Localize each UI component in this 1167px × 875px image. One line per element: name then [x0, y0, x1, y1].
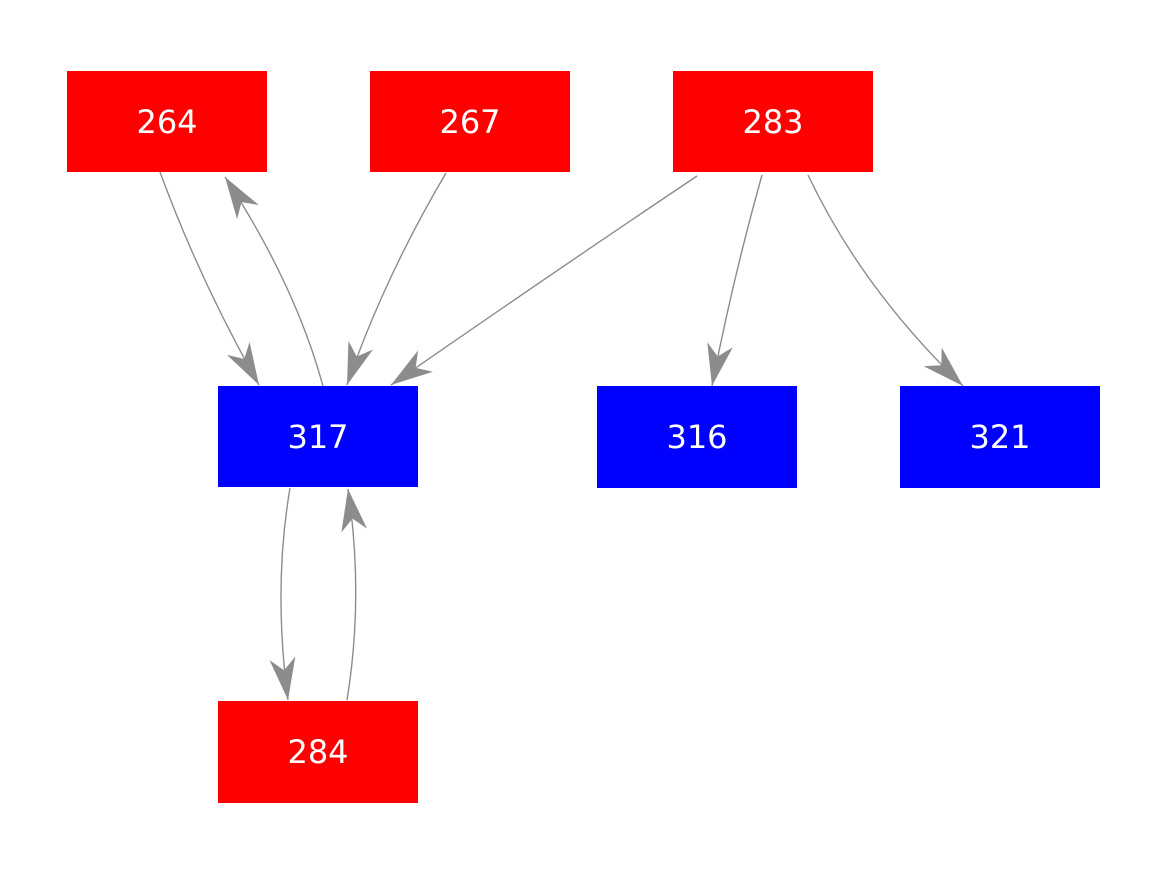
- edge-317-to-284: [269, 487, 296, 701]
- node-284: 284: [218, 701, 418, 803]
- node-label: 317: [287, 417, 349, 456]
- node-283: 283: [673, 71, 873, 172]
- edge-283-to-321: [807, 174, 964, 387]
- node-label: 284: [287, 733, 349, 771]
- edge-283-to-317: [390, 175, 698, 386]
- node-316: 316: [597, 386, 797, 488]
- node-264: 264: [67, 71, 267, 172]
- node-label: 321: [969, 418, 1031, 456]
- edge-264-to-317: [159, 171, 260, 386]
- node-label: 267: [439, 102, 501, 141]
- node-label: 283: [742, 102, 804, 141]
- node-321: 321: [900, 386, 1100, 488]
- edge-283-to-316: [707, 174, 763, 387]
- edge-group: [159, 171, 964, 701]
- node-label: 316: [666, 418, 728, 456]
- node-317: 317: [218, 386, 418, 487]
- edge-317-to-264: [224, 176, 324, 387]
- node-267: 267: [370, 71, 570, 172]
- edge-267-to-317: [346, 172, 447, 386]
- edge-284-to-317: [341, 488, 368, 701]
- node-label: 264: [136, 102, 198, 141]
